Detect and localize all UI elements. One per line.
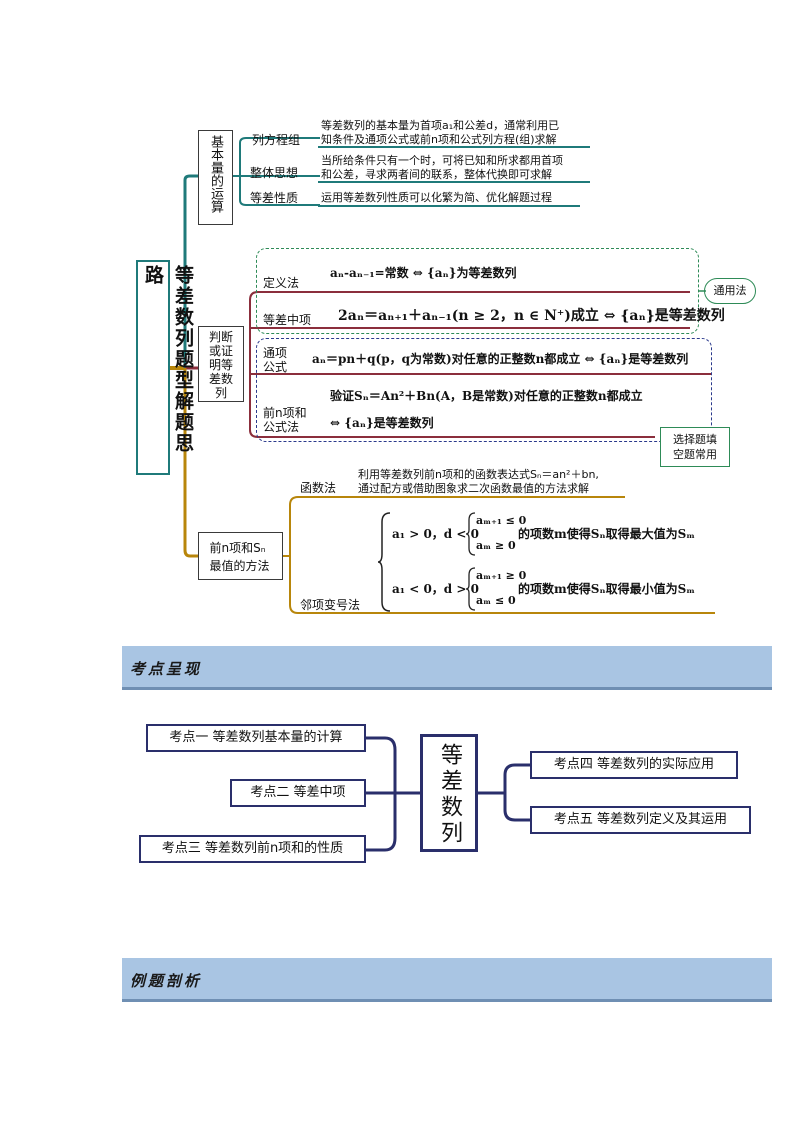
- branch-judge: 判断或证明等差数列: [198, 326, 244, 402]
- b2-formula-2: 2aₙ＝aₙ₊₁＋aₙ₋₁(n ≥ 2，n ∈ N⁺)成立 ⇔ {aₙ}是等差数…: [338, 308, 725, 324]
- case1-brace: [466, 512, 476, 556]
- b3-func-desc-1: 利用等差数列前n项和的函数表达式Sₙ＝an²＋bn,: [358, 468, 599, 481]
- b3-case1-result: 的项数m使得Sₙ取得最大值为Sₘ: [518, 527, 696, 541]
- section-banner-example: 例题剖析: [122, 958, 772, 1002]
- section-title-kaodian: 考点呈现: [130, 660, 203, 678]
- branch-sum-extremum-title: 前n项和Sₙ最值的方法: [209, 541, 270, 573]
- tag-general-connector: [698, 290, 706, 292]
- b2-formula-3: aₙ＝pn＋q(p，q为常数)对任意的正整数n都成立 ⇔ {aₙ}是等差数列: [312, 352, 689, 366]
- branch-basic-quantity-title: 基本量的运算: [208, 135, 223, 213]
- b1-label-1: 列方程组: [252, 133, 301, 147]
- b3-adj-label: 邻项变号法: [300, 598, 361, 612]
- mindmap-root: 等差数列题型解题思路: [136, 260, 194, 475]
- kaodian-item-2: 考点二 等差中项: [230, 779, 366, 807]
- b1-desc-1a: 等差数列的基本量为首项a₁和公差d，通常利用已: [321, 119, 560, 132]
- case2-brace: [466, 567, 476, 611]
- b1-desc-3a: 运用等差数列性质可以化繁为简、优化解题过程: [321, 191, 552, 204]
- b3-case2-result: 的项数m使得Sₙ取得最小值为Sₘ: [518, 582, 696, 596]
- b3-func-label: 函数法: [300, 481, 337, 495]
- b1-desc-1b: 知条件及通项公式或前n项和公式列方程(组)求解: [321, 133, 557, 146]
- b2-label-3: 通项公式: [263, 346, 288, 374]
- b3-case1-top: aₘ₊₁ ≤ 0: [476, 514, 527, 527]
- b1-label-3: 等差性质: [250, 191, 299, 205]
- group-choice-methods: [256, 338, 712, 442]
- section-title-example: 例题剖析: [130, 972, 203, 990]
- branch-sum-extremum: 前n项和Sₙ最值的方法: [198, 532, 283, 580]
- b3-func-desc-2: 通过配方或借助图象求二次函数最值的方法求解: [358, 482, 589, 495]
- b1-label-2: 整体思想: [250, 166, 299, 180]
- tag-choice: 选择题填空题常用: [660, 427, 730, 467]
- root-title: 等差数列题型解题思路: [142, 265, 194, 454]
- b1-desc-2a: 当所给条件只有一个时，可将已知和所求都用首项: [321, 154, 563, 167]
- b2-formula-1: aₙ-aₙ₋₁=常数 ⇔ {aₙ}为等差数列: [330, 266, 517, 280]
- kaodian-center-title: 等差数列: [437, 743, 462, 847]
- b1-desc-2b: 和公差，寻求两者间的联系，整体代换即可求解: [321, 168, 552, 181]
- b3-case1-bot: aₘ ≥ 0: [476, 539, 516, 552]
- branch-judge-title: 判断或证明等差数列: [208, 330, 233, 400]
- b2-formula-4b: ⇔ {aₙ}是等差数列: [330, 416, 434, 430]
- kaodian-connectors: [366, 736, 530, 852]
- b2-label-4: 前n项和公式法: [263, 406, 307, 434]
- kaodian-item-4: 考点四 等差数列的实际应用: [530, 751, 738, 779]
- b2-formula-4a: 验证Sₙ＝An²＋Bn(A，B是常数)对任意的正整数n都成立: [330, 389, 643, 403]
- b3-case1-cond: a₁ > 0，d < 0: [392, 527, 479, 541]
- kaodian-item-1: 考点一 等差数列基本量的计算: [146, 724, 366, 752]
- section-banner-kaodian: 考点呈现: [122, 646, 772, 690]
- kaodian-item-5: 考点五 等差数列定义及其运用: [530, 806, 751, 834]
- tag-general: 通用法: [704, 278, 756, 304]
- kaodian-center: 等差数列: [420, 734, 478, 852]
- branch-basic-quantity: 基本量的运算: [198, 130, 233, 225]
- adjacent-brace: [378, 512, 391, 612]
- b3-case2-cond: a₁ < 0，d > 0: [392, 582, 479, 596]
- tag-choice-text: 选择题填空题常用: [673, 433, 717, 461]
- b3-case2-top: aₘ₊₁ ≥ 0: [476, 569, 527, 582]
- b2-label-2: 等差中项: [263, 313, 312, 327]
- b2-label-1: 定义法: [263, 276, 300, 290]
- b3-case2-bot: aₘ ≤ 0: [476, 594, 516, 607]
- kaodian-item-3: 考点三 等差数列前n项和的性质: [139, 835, 366, 863]
